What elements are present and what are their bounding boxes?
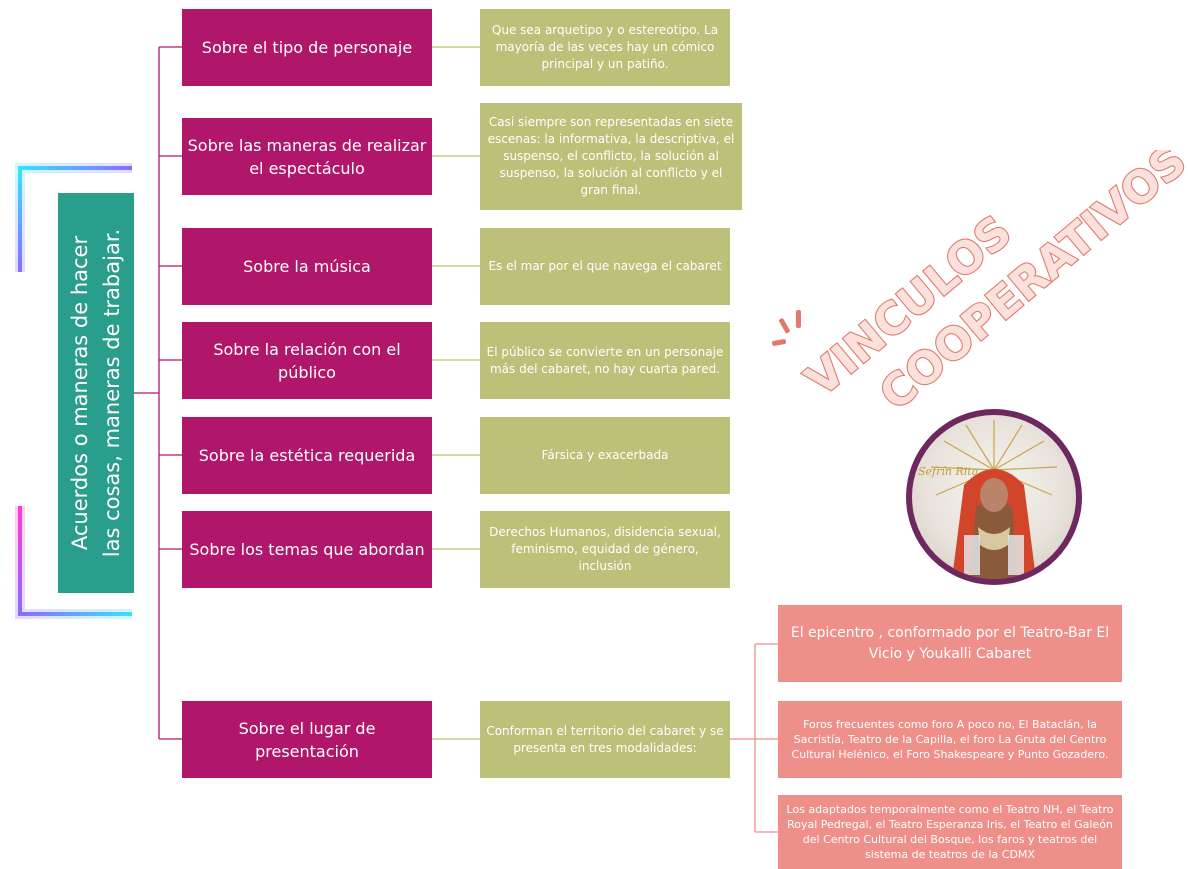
category-label: Sobre el lugar de presentación	[238, 718, 376, 761]
description-node: Es el mar por el que navega el cabaret	[480, 228, 730, 305]
modality-text: Foros frecuentes como foro A poco no, El…	[791, 718, 1109, 761]
description-text: Casi siempre son representadas en siete …	[487, 115, 735, 197]
description-node: Conforman el territorio del cabaret y se…	[480, 701, 730, 778]
category-label: Sobre las maneras de realizar el espectá…	[187, 135, 427, 178]
category-label: Sobre la estética requerida	[198, 446, 416, 465]
category-node: Sobre el lugar de presentación	[182, 701, 432, 778]
description-node: Que sea arquetipo y o estereotipo. La ma…	[480, 9, 730, 86]
modality-node: Foros frecuentes como foro A poco no, El…	[778, 701, 1122, 778]
performer-silhouette-icon	[930, 420, 1058, 579]
description-text: El público se convierte en un personaje …	[486, 344, 724, 376]
category-node: Sobre la música	[182, 228, 432, 305]
description-text: Que sea arquetipo y o estereotipo. La ma…	[491, 23, 719, 71]
root-node: Acuerdos o maneras de hacer las cosas, m…	[58, 193, 134, 593]
category-node: Sobre la estética requerida	[182, 417, 432, 494]
description-node: Fársica y exacerbada	[480, 417, 730, 494]
photo-caption: Sefrín Rita	[918, 465, 979, 478]
performer-photo: Sefrín Rita	[906, 409, 1082, 585]
description-node: Casi siempre son representadas en siete …	[480, 103, 742, 210]
neon-bracket-top	[15, 163, 132, 272]
description-node: El público se convierte en un personaje …	[480, 322, 730, 399]
description-text: Derechos Humanos, disidencia sexual, fem…	[489, 525, 721, 573]
category-node: Sobre los temas que abordan	[182, 511, 432, 588]
category-label: Sobre la música	[243, 257, 371, 276]
description-node: Derechos Humanos, disidencia sexual, fem…	[480, 511, 730, 588]
title-splash-icon	[772, 310, 801, 346]
category-node: Sobre el tipo de personaje	[182, 9, 432, 86]
neon-bracket-bottom	[15, 506, 132, 619]
category-label: Sobre el tipo de personaje	[201, 38, 413, 57]
description-text: Conforman el territorio del cabaret y se…	[486, 723, 724, 755]
category-node: Sobre las maneras de realizar el espectá…	[182, 118, 432, 195]
category-node: Sobre la relación con el público	[182, 322, 432, 399]
modality-node: El epicentro , conformado por el Teatro-…	[778, 605, 1122, 682]
description-text: Es el mar por el que navega el cabaret	[488, 259, 722, 273]
modality-node: Los adaptados temporalmente como el Teat…	[778, 795, 1122, 869]
modality-text: El epicentro , conformado por el Teatro-…	[790, 624, 1110, 662]
modality-text: Los adaptados temporalmente como el Teat…	[786, 803, 1114, 861]
category-label: Sobre los temas que abordan	[189, 540, 425, 559]
description-text: Fársica y exacerbada	[541, 448, 669, 462]
vinculos-cooperativos-title: VINCULOS COOPERATIVOS	[772, 150, 1188, 420]
category-label: Sobre la relación con el público	[213, 339, 401, 382]
